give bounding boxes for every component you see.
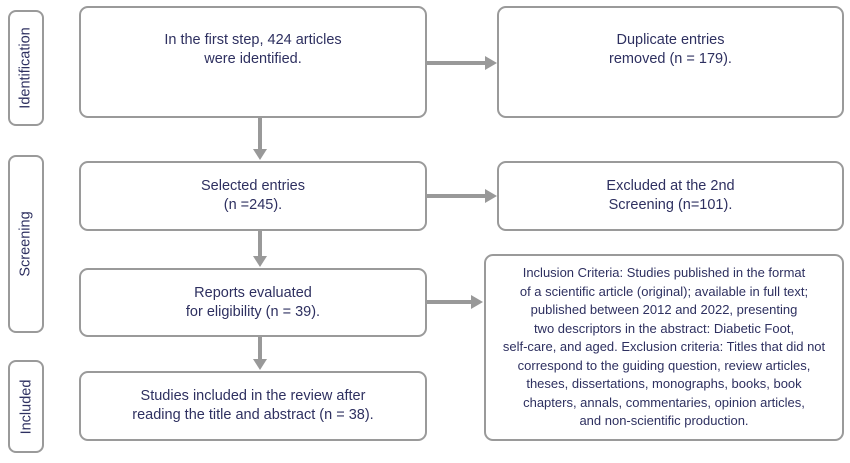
box-criteria: Inclusion Criteria: Studies published in…	[484, 254, 844, 441]
box-included: Studies included in the review after rea…	[79, 371, 427, 441]
box-evaluated: Reports evaluated for eligibility (n = 3…	[79, 268, 427, 337]
stage-included: Included	[8, 360, 44, 453]
box-text: Selected entries (n =245).	[201, 178, 305, 213]
box-text: Duplicate entries removed (n = 179).	[609, 32, 732, 67]
box-text: Excluded at the 2nd Screening (n=101).	[606, 178, 735, 213]
stage-label: Screening	[18, 211, 35, 277]
arrow-down-icon	[253, 118, 267, 160]
arrow-down-icon	[253, 337, 267, 370]
arrow-right-icon	[427, 189, 497, 203]
stage-label: Included	[18, 379, 35, 434]
box-text: Inclusion Criteria: Studies published in…	[502, 265, 826, 429]
arrow-right-icon	[427, 295, 483, 309]
arrow-down-icon	[253, 231, 267, 267]
box-text: Studies included in the review after rea…	[132, 388, 374, 423]
box-excluded: Excluded at the 2nd Screening (n=101).	[497, 161, 844, 231]
arrow-right-icon	[427, 56, 497, 70]
box-identified: In the first step, 424 articles were ide…	[79, 6, 427, 118]
stage-label: Identification	[18, 27, 35, 109]
box-duplicates: Duplicate entries removed (n = 179).	[497, 6, 844, 118]
stage-identification: Identification	[8, 10, 44, 126]
box-selected: Selected entries (n =245).	[79, 161, 427, 231]
box-text: In the first step, 424 articles were ide…	[164, 32, 342, 67]
box-text: Reports evaluated for eligibility (n = 3…	[185, 284, 321, 320]
stage-screening: Screening	[8, 155, 44, 333]
